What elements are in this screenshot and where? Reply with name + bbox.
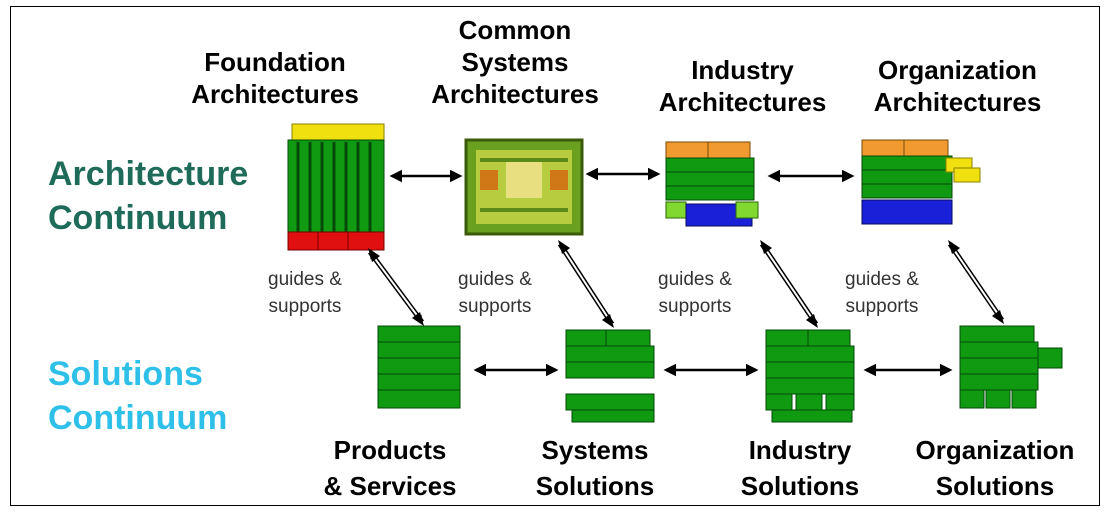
arrow-guides-common-systems — [557, 242, 615, 326]
organization-solutions-label: Organization Solutions — [915, 435, 1075, 501]
products-services-icon — [377, 325, 461, 409]
systems-solutions-label: Systems Solutions — [535, 435, 655, 501]
guides-supports-label-4: guides & supports — [845, 269, 919, 317]
organization-architectures-label: Organization Architectures — [873, 55, 1042, 117]
arrow-guides-foundation-products — [367, 250, 425, 324]
industry-solutions-label: Industry Solutions — [740, 435, 860, 501]
arrow-guides-industry-industry — [759, 242, 819, 326]
arrow-guides-organization-organization — [947, 242, 1005, 322]
architecture-continuum-label: Architecture Continuum — [48, 155, 249, 237]
diagram-frame — [10, 6, 1100, 506]
arrowhead — [602, 314, 614, 328]
arrowhead — [412, 312, 424, 326]
arrowhead — [992, 310, 1004, 324]
solutions-continuum-label: Solutions Continuum — [48, 355, 228, 437]
foundation-architectures-label: Foundation Architectures — [191, 47, 359, 109]
organization-architectures-icon — [861, 139, 981, 225]
guides-supports-label-1: guides & supports — [268, 269, 342, 317]
products-services-label: Products & Services — [323, 435, 457, 501]
arrowhead — [368, 248, 380, 262]
guides-supports-label-3: guides & supports — [658, 269, 732, 317]
common-systems-architectures-label: Common Systems Architectures — [431, 15, 599, 109]
systems-solutions-icon — [565, 329, 655, 423]
arrowhead — [948, 240, 960, 254]
industry-architectures-icon — [665, 141, 759, 227]
arrowhead — [558, 240, 570, 254]
industry-solutions-icon — [765, 329, 855, 423]
arrowhead — [806, 314, 818, 328]
foundation-architectures-icon — [287, 123, 385, 251]
arrowhead — [760, 240, 772, 254]
industry-architectures-label: Industry Architectures — [658, 55, 827, 117]
organization-solutions-icon — [959, 325, 1063, 409]
guides-supports-label-2: guides & supports — [458, 269, 532, 317]
common-systems-architectures-icon — [464, 138, 584, 236]
